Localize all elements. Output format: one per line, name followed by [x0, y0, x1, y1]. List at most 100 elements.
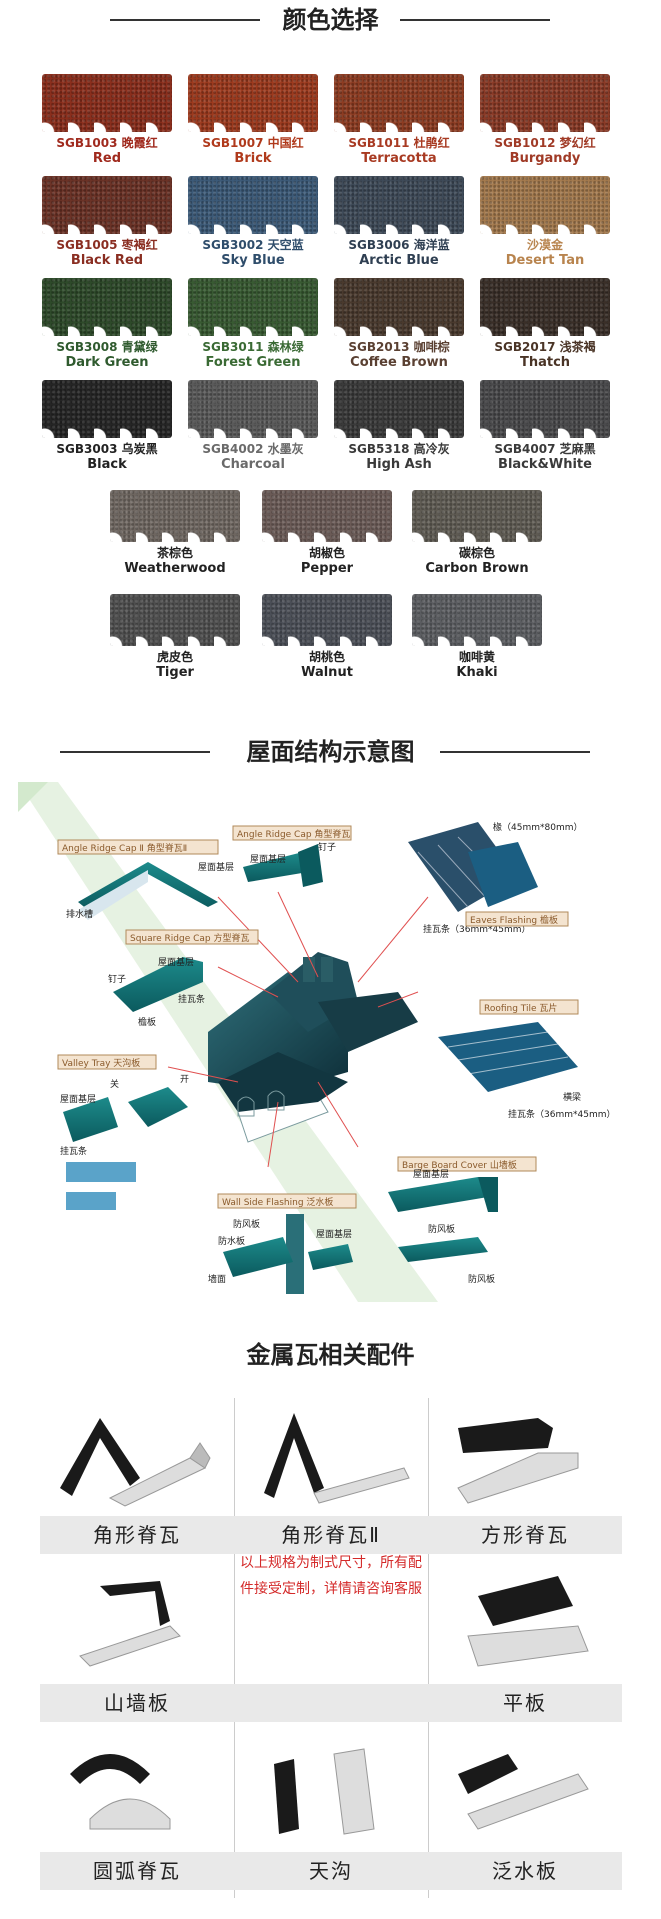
label-batten-2: 挂瓦条	[60, 1145, 87, 1157]
accessory-cell[interactable]: 天沟	[234, 1734, 428, 1894]
accessory-label	[234, 1684, 428, 1722]
accessory-label: 平板	[428, 1684, 622, 1722]
color-name-en: Terracotta	[361, 151, 437, 166]
accessory-cell[interactable]: 平板	[428, 1566, 622, 1726]
color-name-en: Burgandy	[509, 151, 581, 166]
label-nail-2: 钉子	[108, 974, 126, 985]
color-sample	[412, 594, 542, 646]
color-name-en: Walnut	[301, 665, 353, 680]
accessory-label: 角形脊瓦	[40, 1516, 234, 1554]
house-illustration	[208, 952, 418, 1143]
color-sample	[188, 74, 318, 132]
label-batten: 挂瓦条	[178, 993, 205, 1005]
eaves-illustration	[408, 822, 538, 912]
color-name-en: Khaki	[456, 665, 498, 680]
color-sample	[412, 490, 542, 542]
label-open: 开	[180, 1074, 189, 1085]
accessory-cell[interactable]: 角形脊瓦	[40, 1398, 234, 1558]
color-code: SGB3002 天空蓝	[202, 238, 304, 252]
section-title-colors: 颜色选择	[0, 0, 661, 40]
title-rule-left	[60, 751, 210, 753]
accessory-image	[428, 1398, 622, 1512]
section-title-accessories: 金属瓦相关配件	[0, 1335, 661, 1375]
label-beam: 横梁	[563, 1091, 581, 1103]
accessory-cell[interactable]: 泛水板	[428, 1734, 622, 1894]
color-sample	[262, 490, 392, 542]
color-name-en: Black Red	[70, 253, 144, 268]
accessory-cell[interactable]: 角形脊瓦Ⅱ	[234, 1398, 428, 1558]
color-name-en: Desert Tan	[505, 253, 585, 268]
color-code: 沙漠金	[526, 238, 563, 252]
label-close: 关	[110, 1078, 119, 1090]
label-base-5: 屋面基层	[413, 1168, 449, 1180]
label-base-3: 屋面基层	[158, 956, 194, 968]
color-name-en: Black	[87, 457, 127, 472]
column-divider	[428, 1398, 429, 1898]
label-windboard-2: 防风板	[468, 1273, 495, 1285]
label-valley-tray: Valley Tray 天沟板	[62, 1057, 140, 1069]
color-code: SGB3008 青黛绿	[56, 340, 158, 354]
color-name-en: Red	[92, 151, 122, 166]
accessory-cell[interactable]: 圆弧脊瓦	[40, 1734, 234, 1894]
title-rule-left	[110, 19, 260, 21]
accessory-image	[234, 1398, 428, 1512]
title-text: 金属瓦相关配件	[246, 1341, 415, 1369]
accessory-label: 山墙板	[40, 1684, 234, 1722]
accessory-image	[40, 1566, 234, 1680]
color-name-en: Charcoal	[221, 457, 285, 472]
label-barge-board-cover: Barge Board Cover 山墙板	[402, 1159, 517, 1171]
color-sample	[110, 594, 240, 646]
color-sample	[480, 380, 610, 438]
color-sample	[42, 176, 172, 234]
color-name-en: Carbon Brown	[425, 561, 529, 576]
title-text: 屋面结构示意图	[246, 738, 415, 766]
title-rule-right	[440, 751, 590, 753]
label-base: 屋面基层	[198, 861, 234, 873]
accessory-label: 泛水板	[428, 1852, 622, 1890]
label-batten-size-2: 挂瓦条（36mm*45mm）	[508, 1108, 615, 1120]
color-name-cn: 碳棕色	[458, 546, 495, 560]
label-waterboard: 防水板	[218, 1235, 245, 1247]
color-name-en: Pepper	[300, 561, 354, 576]
color-code: SGB2017 浅茶褐	[494, 340, 596, 354]
color-name-en: Thatch	[519, 355, 571, 370]
accessory-cell[interactable]: 山墙板	[40, 1566, 234, 1726]
color-code: SGB4002 水墨灰	[202, 442, 304, 456]
label-eaves-flashing: Eaves Flashing 檐板	[470, 914, 558, 926]
color-name-en: Brick	[234, 151, 272, 166]
color-sample	[188, 380, 318, 438]
accessory-label: 天沟	[234, 1852, 428, 1890]
accessory-label: 方形脊瓦	[428, 1516, 622, 1554]
label-windboard-3: 防风板	[233, 1218, 260, 1230]
section-title-structure: 屋面结构示意图	[0, 732, 661, 772]
accessory-image	[40, 1398, 234, 1512]
accessory-cell[interactable]: 方形脊瓦	[428, 1398, 622, 1558]
customization-note: 以上规格为制式尺寸，所有配件接受定制，详情请咨询客服	[240, 1555, 422, 1597]
color-name-cn: 咖啡黄	[458, 650, 495, 664]
accessory-image	[40, 1734, 234, 1848]
title-text: 颜色选择	[282, 6, 379, 34]
color-sample	[110, 490, 240, 542]
